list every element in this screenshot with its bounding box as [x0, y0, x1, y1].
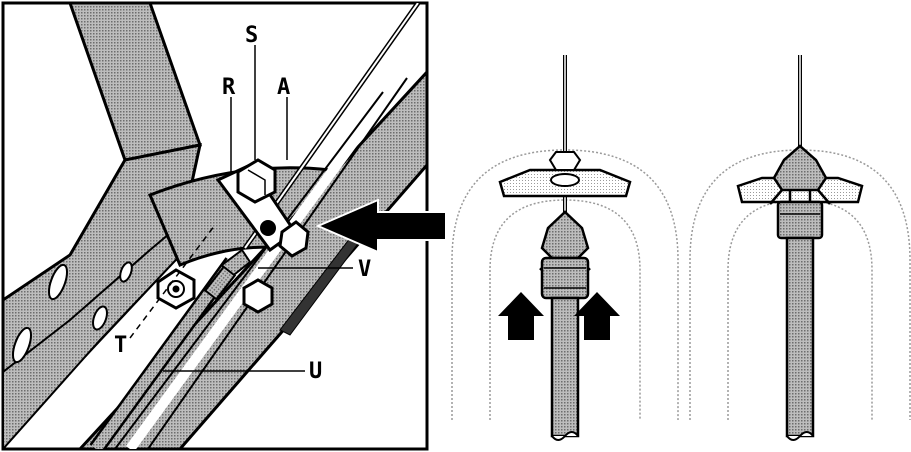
push-arrow-left — [498, 292, 544, 340]
plate-nut — [550, 152, 580, 170]
step-1-inserting-fitting — [452, 55, 678, 440]
fitting-body-2 — [778, 202, 822, 238]
detail-view-panel: S R A V T U — [3, 3, 446, 449]
callout-u: U — [309, 359, 322, 384]
fitting-head — [542, 212, 588, 258]
callout-r: R — [222, 75, 236, 100]
callout-a: A — [277, 75, 290, 100]
fitting-head-2 — [774, 146, 826, 190]
callout-s: S — [245, 23, 258, 48]
callout-v: V — [358, 257, 371, 282]
plate-washer — [551, 174, 579, 186]
cable-sheath-mid — [552, 298, 578, 436]
cable-sheath-right — [787, 238, 813, 436]
spare-nut — [244, 280, 272, 312]
step-2-fitting-installed — [690, 55, 910, 440]
callout-t: T — [114, 333, 127, 358]
clamp-hole — [260, 220, 276, 236]
fitting-body — [542, 258, 588, 298]
